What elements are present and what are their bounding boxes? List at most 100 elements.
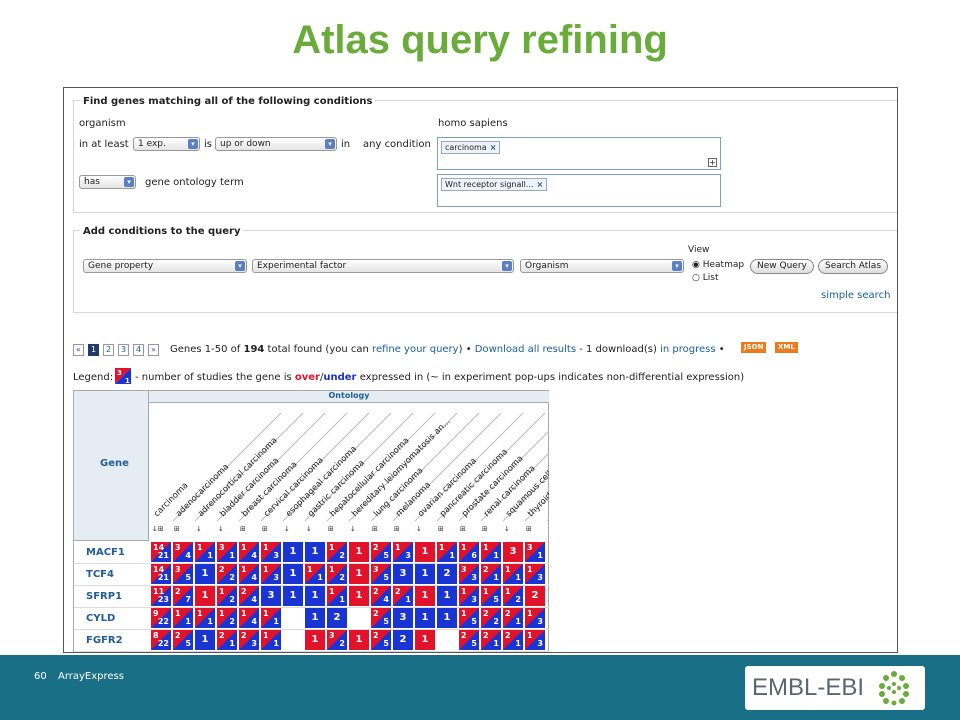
remove-tag-icon[interactable]: × bbox=[489, 143, 497, 152]
column-marker-icon[interactable]: ↓ bbox=[504, 525, 510, 533]
heatmap-cell[interactable]: 1 bbox=[305, 608, 325, 628]
column-marker-icon[interactable]: ↓ bbox=[350, 525, 356, 533]
column-marker-icon[interactable]: ↓ bbox=[416, 525, 422, 533]
heatmap-cell[interactable]: 1 bbox=[349, 586, 369, 606]
download-all-link[interactable]: Download all results bbox=[474, 344, 577, 355]
column-marker-icon[interactable]: ↓ bbox=[284, 525, 290, 533]
column-marker-icon[interactable]: ↓ bbox=[196, 525, 202, 533]
heatmap-cell[interactable]: 1 bbox=[437, 586, 457, 606]
xml-badge[interactable]: XML bbox=[775, 342, 798, 353]
column-marker-icon[interactable]: ⊞ bbox=[460, 525, 466, 533]
heatmap-cell[interactable]: 2 bbox=[327, 608, 347, 628]
heatmap-cell[interactable]: 1 bbox=[415, 564, 435, 584]
view-heatmap-radio[interactable]: ◉ Heatmap bbox=[692, 260, 744, 270]
heatmap-cell[interactable]: 3 bbox=[503, 542, 523, 562]
heatmap-cell[interactable]: 1 bbox=[415, 542, 435, 562]
organism-select[interactable]: Organism▾ bbox=[520, 259, 684, 273]
heatmap-cell[interactable]: 1 bbox=[305, 630, 325, 650]
column-marker-icon[interactable]: ⊞ bbox=[174, 525, 180, 533]
page-prev[interactable]: « bbox=[73, 344, 84, 356]
heatmap-cell[interactable]: 1 bbox=[349, 542, 369, 562]
heatmap-cell[interactable]: 1 bbox=[305, 542, 325, 562]
gene-link[interactable]: FGFR2 bbox=[86, 635, 123, 646]
column-marker-icon[interactable]: ⊞ bbox=[240, 525, 246, 533]
gene-property-select[interactable]: Gene property▾ bbox=[83, 259, 247, 273]
experimental-factor-select[interactable]: Experimental factor▾ bbox=[252, 259, 514, 273]
column-marker-icon[interactable]: ⊞ bbox=[328, 525, 334, 533]
column-marker-icon[interactable]: ⊞ bbox=[482, 525, 488, 533]
gene-link[interactable]: MACF1 bbox=[86, 547, 125, 558]
json-badge[interactable]: JSON bbox=[741, 342, 767, 353]
gene-link[interactable]: CYLD bbox=[86, 613, 116, 624]
heatmap-cell[interactable]: 3 bbox=[393, 564, 413, 584]
heatmap-cell[interactable]: 1 bbox=[283, 564, 303, 584]
gene-link[interactable]: TCF4 bbox=[86, 569, 114, 580]
heatmap-cell[interactable]: 1 bbox=[415, 586, 435, 606]
progress-link[interactable]: in progress bbox=[660, 344, 716, 355]
heatmap-cell[interactable]: 1 bbox=[437, 608, 457, 628]
page-1[interactable]: 1 bbox=[88, 344, 99, 356]
column-marker-icon[interactable]: ↓⊞ bbox=[152, 525, 164, 533]
heatmap-cell[interactable]: 1 bbox=[195, 630, 215, 650]
go-term-input[interactable]: Wnt receptor signall...× bbox=[437, 174, 721, 207]
heatmap-cell[interactable]: 2 bbox=[525, 586, 545, 606]
new-query-button[interactable]: New Query bbox=[750, 259, 814, 274]
page-4[interactable]: 4 bbox=[133, 344, 144, 356]
page-3[interactable]: 3 bbox=[118, 344, 129, 356]
heatmap-cell[interactable]: 1 bbox=[415, 608, 435, 628]
column-marker-icon[interactable]: ↓ bbox=[218, 525, 224, 533]
heatmap-cell[interactable]: 2 bbox=[437, 564, 457, 584]
column-marker-icon[interactable]: ⊞ bbox=[526, 525, 532, 533]
gene-link[interactable]: SFRP1 bbox=[86, 591, 123, 602]
heatmap-cell[interactable]: 1 bbox=[283, 586, 303, 606]
heatmap-cell[interactable]: 1 bbox=[349, 630, 369, 650]
heatmap-cell[interactable]: 1 bbox=[283, 542, 303, 562]
condition-input[interactable]: carcinoma× + bbox=[437, 137, 721, 170]
heatmap-cell[interactable]: 1 bbox=[195, 586, 215, 606]
column-marker-icon[interactable]: ⊞ bbox=[372, 525, 378, 533]
column-marker-icon[interactable]: ⊞ bbox=[438, 525, 444, 533]
direction-select[interactable]: up or down▾ bbox=[215, 137, 337, 151]
